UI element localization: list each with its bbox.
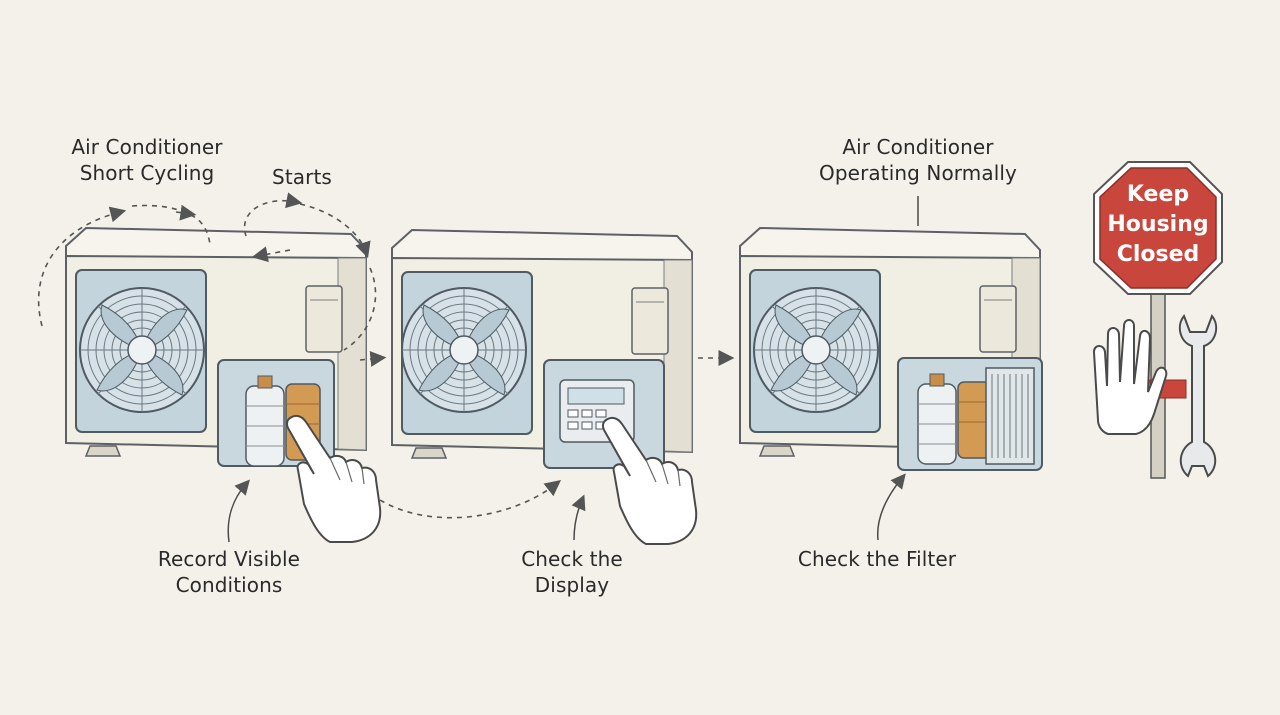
ac-unit-display-check — [391, 229, 693, 469]
ac-unit-operating-normally — [739, 227, 1043, 471]
label-check-filter: Check the Filter — [797, 547, 957, 571]
ac-unit-short-cycling — [65, 227, 367, 467]
label-starts: Starts — [272, 165, 332, 189]
stop-hand-icon — [1092, 319, 1168, 435]
label-check-display: Check the Display — [521, 547, 623, 597]
dashed-arrow-icon — [37, 192, 735, 519]
octagon-stop-sign-icon — [1093, 161, 1223, 479]
leader-lines — [227, 196, 919, 543]
label-operating-normally: Air Conditioner Operating Normally — [819, 135, 1017, 185]
label-short-cycling: Air Conditioner Short Cycling — [71, 135, 223, 185]
sign-text: Keep Housing Closed — [1107, 182, 1209, 267]
wrench-icon — [1178, 313, 1218, 478]
label-record-visible-conditions: Record Visible Conditions — [157, 547, 301, 597]
